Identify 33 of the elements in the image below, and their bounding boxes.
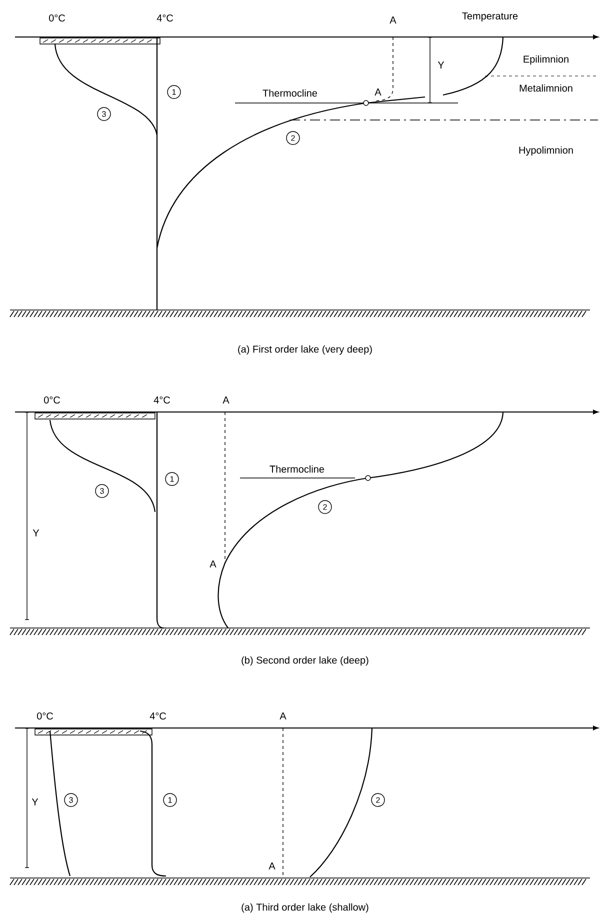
axis-label: Hypolimnion — [519, 146, 573, 156]
callout-number: 2 — [318, 500, 332, 514]
callout-number: 3 — [97, 107, 111, 121]
callout-number: 1 — [163, 793, 177, 807]
callout-number: 1 — [167, 85, 181, 99]
axis-label: Epilimnion — [524, 55, 568, 65]
callout-number: 2 — [286, 131, 300, 145]
callout-number: 3 — [64, 793, 78, 807]
axis-label: Y — [32, 798, 38, 806]
axis-label: A — [268, 862, 276, 870]
panel-caption: (a) Third order lake (shallow) — [242, 903, 368, 913]
axis-label: A — [222, 396, 230, 404]
axis-label: 4°C — [156, 14, 173, 22]
callout-number: 1 — [165, 472, 179, 486]
axis-label: Temperature — [462, 12, 518, 22]
axis-label: 4°C — [150, 712, 166, 720]
axis-label: Y — [32, 530, 40, 536]
axis-label: A — [280, 712, 286, 720]
axis-label: Thermocline — [262, 89, 318, 97]
callout-number: 2 — [371, 793, 385, 807]
panel-caption: (b) Second order lake (deep) — [242, 656, 368, 666]
panel-caption: (a) First order lake (very deep) — [238, 345, 372, 355]
callout-number: 3 — [95, 484, 109, 498]
axis-label: A — [374, 88, 382, 96]
axis-label: Thermocline — [270, 465, 324, 473]
axis-label: A — [390, 16, 396, 24]
axis-label: 0°C — [44, 396, 60, 404]
axis-label: 0°C — [37, 712, 53, 720]
axis-label: Y — [438, 62, 444, 68]
axis-label: Metalimnion — [520, 84, 572, 92]
axis-label: 0°C — [49, 14, 65, 22]
axis-label: A — [210, 560, 216, 568]
axis-label: 4°C — [154, 396, 170, 404]
